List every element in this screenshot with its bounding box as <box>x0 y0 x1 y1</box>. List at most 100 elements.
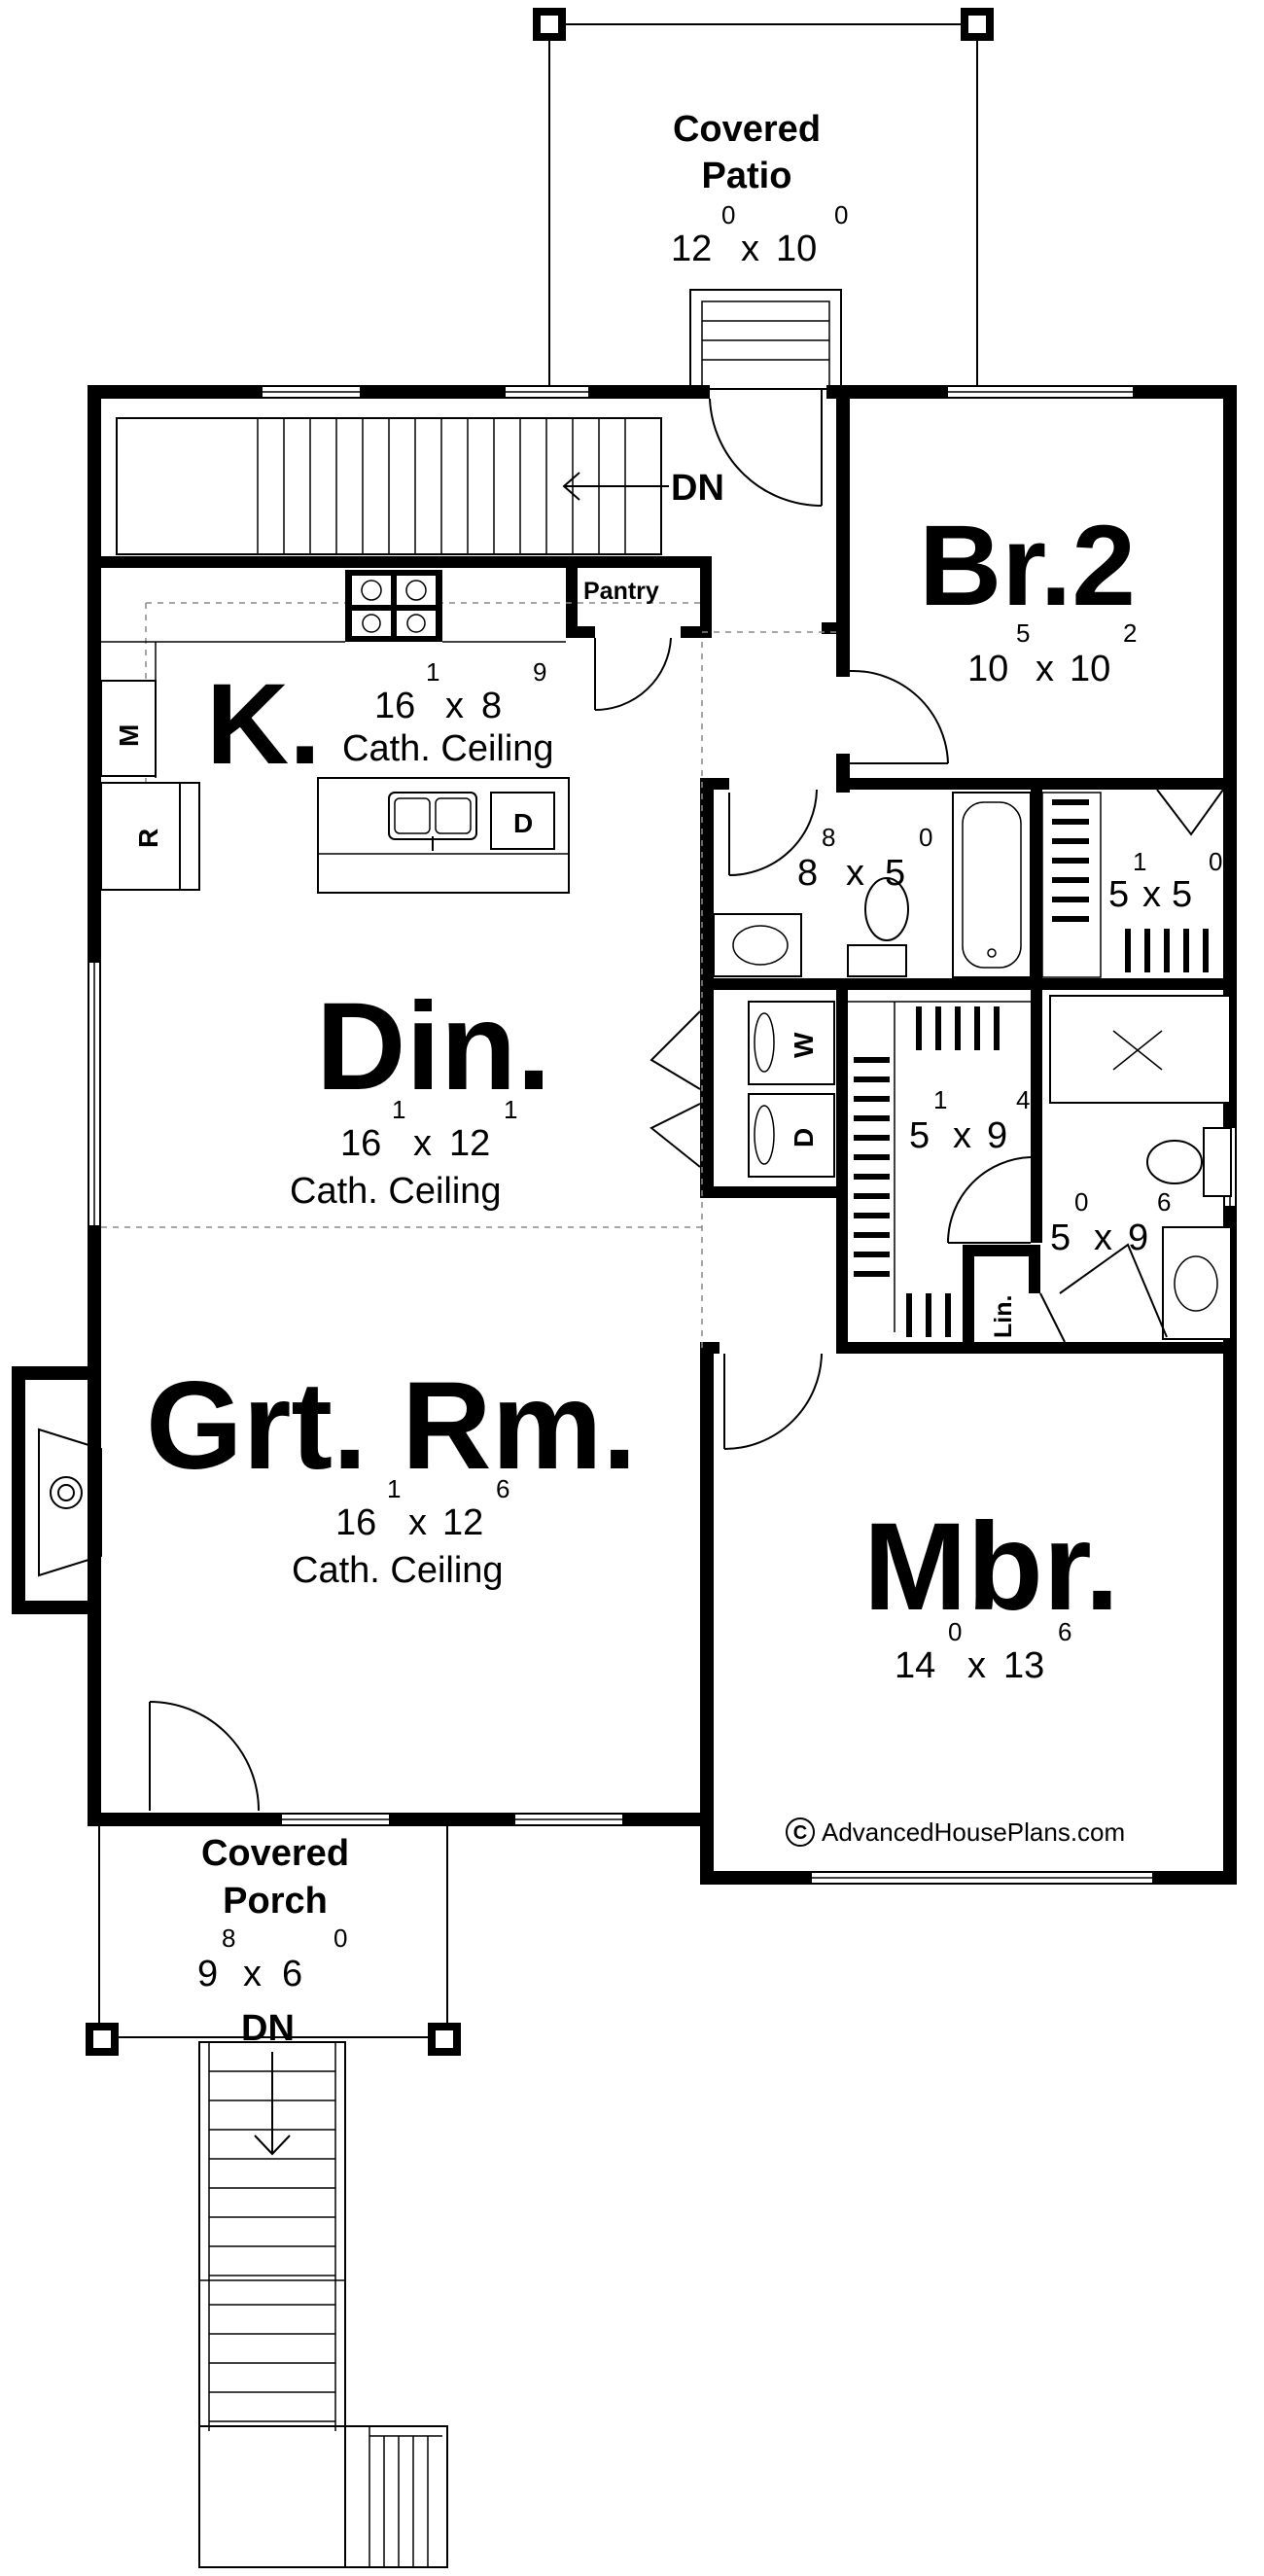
copyright-text: AdvancedHousePlans.com <box>822 1817 1125 1847</box>
master-br-name: Mbr. <box>863 1498 1119 1637</box>
dishwasher-label: D <box>513 808 533 838</box>
patio-door <box>709 389 823 508</box>
patio-dim-h: 10 <box>776 229 817 269</box>
br2-dim-x: x <box>1036 649 1054 689</box>
covered-porch-structure <box>86 1826 461 2056</box>
master-br-dim-h: 13 <box>1003 1645 1044 1686</box>
windows <box>89 387 1235 1883</box>
interior-walls <box>101 385 1235 1354</box>
fireplace <box>12 1366 102 1614</box>
front-door <box>149 1701 260 1812</box>
master-bath-dim-w: 5 <box>1050 1217 1071 1258</box>
patio-name-1: Covered <box>673 109 821 150</box>
closet1-dim-h: 5 <box>1172 874 1192 915</box>
upper-stairs-dn-label: DN <box>671 468 724 509</box>
br2-dim-w-sup: 5 <box>1016 618 1030 648</box>
label-master-bath: 5 0 x 9 6 <box>1050 1187 1171 1258</box>
kitchen-dim-w-sup: 1 <box>426 657 439 687</box>
patio-dim-w: 12 <box>671 229 712 269</box>
great-room-note: Cath. Ceiling <box>292 1550 504 1591</box>
great-room-dim-w-sup: 1 <box>387 1474 401 1503</box>
washer-icon <box>748 1001 835 1085</box>
master-bath-fixtures <box>947 995 1232 1343</box>
pantry-door <box>594 637 672 712</box>
closet1-dim-w-sup: 1 <box>1133 847 1146 876</box>
closet1-dim-h-sup: 0 <box>1209 847 1222 876</box>
master-br-dim-w: 14 <box>895 1645 935 1686</box>
label-wic: 5 1 x 9 4 <box>909 1085 1030 1156</box>
kitchen-note: Cath. Ceiling <box>342 728 554 769</box>
great-room-name: Grt. Rm. <box>146 1357 637 1496</box>
patio-steps <box>689 289 842 390</box>
master-br-dim-w-sup: 0 <box>948 1617 962 1646</box>
master-bath-dim-h-sup: 6 <box>1157 1187 1171 1217</box>
microwave-label: M <box>114 724 144 747</box>
porch-stairs <box>198 2041 448 2568</box>
porch-dim-x: x <box>243 1954 262 1994</box>
porch-name-1: Covered <box>201 1833 349 1874</box>
porch-dim-w: 9 <box>197 1954 218 1994</box>
patio-dim-w-sup: 0 <box>721 200 735 229</box>
patio-name-2: Patio <box>702 156 792 196</box>
label-br2: Br.2 10 5 x 10 2 <box>919 502 1137 689</box>
porch-dim-h: 6 <box>282 1954 302 1994</box>
dining-name: Din. <box>316 977 551 1116</box>
label-covered-patio: Covered Patio 12 0 x 10 0 <box>671 109 848 269</box>
covered-patio-structure <box>533 8 994 387</box>
wic-dim-x: x <box>953 1115 971 1156</box>
kitchen-fixtures <box>100 570 570 894</box>
bath1-dim-w: 8 <box>797 853 818 894</box>
porch-dim-h-sup: 0 <box>334 1923 347 1953</box>
label-kitchen: K. 16 1 x 8 9 Cath. Ceiling <box>206 657 554 789</box>
porch-stairs-dn-label: DN <box>241 2008 295 2049</box>
kitchen-dim-h-sup: 9 <box>533 657 546 687</box>
label-great-room: Grt. Rm. 16 1 x 12 6 Cath. Ceiling <box>146 1357 637 1591</box>
copyright-symbol: C <box>793 1822 807 1844</box>
closet1-dim-x: x <box>1142 874 1161 915</box>
kitchen-dim-h: 8 <box>481 686 502 726</box>
label-covered-porch: Covered Porch 9 8 x 6 0 <box>197 1833 349 1994</box>
dining-dim-w: 16 <box>340 1123 381 1164</box>
dining-dim-x: x <box>413 1123 432 1164</box>
copyright-mark: C AdvancedHousePlans.com <box>786 1817 1125 1847</box>
laundry <box>650 1001 835 1178</box>
bathtub-icon <box>952 792 1032 978</box>
patio-dim-x: x <box>741 229 759 269</box>
master-bath-dim-x: x <box>1094 1217 1112 1258</box>
great-room-dim-h: 12 <box>442 1502 483 1543</box>
copyright-icon <box>786 1817 815 1847</box>
br2-door <box>849 669 949 764</box>
label-closet1: 5 1 x 5 0 <box>1108 847 1222 915</box>
dryer-icon <box>748 1093 835 1178</box>
great-room-dim-w: 16 <box>335 1502 376 1543</box>
shower-icon <box>1049 995 1231 1104</box>
bath1-fixtures <box>713 789 1032 978</box>
kitchen-island <box>317 777 570 894</box>
dining-dim-w-sup: 1 <box>392 1095 405 1124</box>
bath1-dim-h: 5 <box>885 853 905 894</box>
patio-dim-h-sup: 0 <box>834 200 848 229</box>
bath1-dim-h-sup: 0 <box>919 823 932 852</box>
master-bath-dim-w-sup: 0 <box>1074 1187 1088 1217</box>
pantry-label: Pantry <box>583 578 659 605</box>
label-dining: Din. 16 1 x 12 1 Cath. Ceiling <box>290 977 551 1212</box>
master-bath-dim-h: 9 <box>1128 1217 1148 1258</box>
dining-note: Cath. Ceiling <box>290 1171 502 1212</box>
wic-dim-h-sup: 4 <box>1016 1085 1030 1114</box>
great-room-dim-h-sup: 6 <box>496 1474 509 1503</box>
wic-dim-w-sup: 1 <box>933 1085 947 1114</box>
bath1-dim-w-sup: 8 <box>822 823 835 852</box>
master-br-dim-x: x <box>967 1645 986 1686</box>
master-door <box>723 1353 823 1450</box>
br2-name: Br.2 <box>919 502 1136 630</box>
great-room-dim-x: x <box>408 1502 427 1543</box>
kitchen-dim-x: x <box>445 686 464 726</box>
porch-dim-w-sup: 8 <box>222 1923 235 1953</box>
label-master-bedroom: Mbr. 14 0 x 13 6 <box>863 1498 1119 1686</box>
bath1-dim-x: x <box>846 853 864 894</box>
wic-dim-h: 9 <box>987 1115 1007 1156</box>
wic-dim-w: 5 <box>909 1115 930 1156</box>
dining-dim-h: 12 <box>449 1123 490 1164</box>
upper-stairs <box>116 417 669 555</box>
